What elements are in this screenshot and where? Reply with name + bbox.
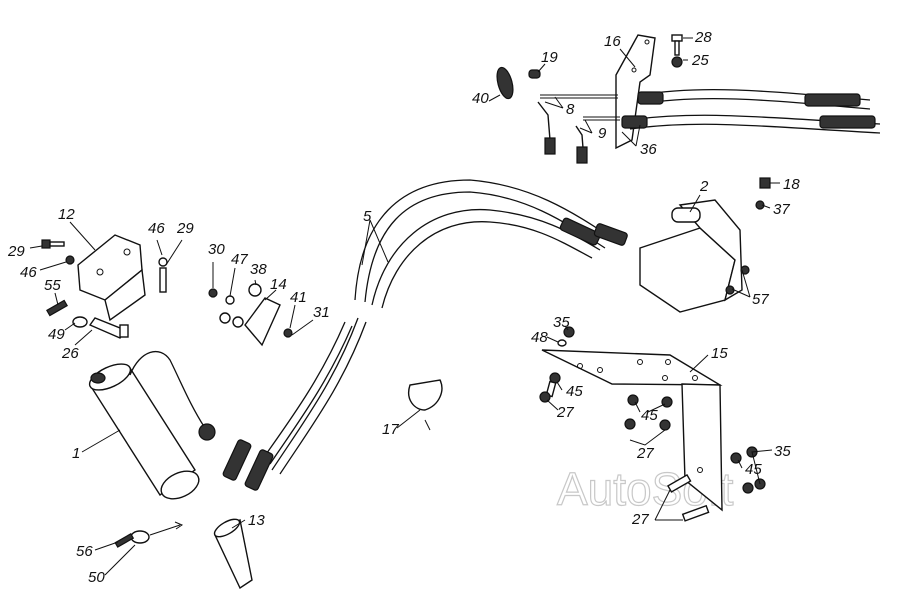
- label-13: 13: [248, 512, 265, 529]
- bolt-29-left: [41, 239, 75, 265]
- label-15: 15: [711, 345, 728, 362]
- label-8: 8: [566, 101, 575, 118]
- label-37: 37: [773, 201, 790, 218]
- leader-lines: [29, 37, 780, 576]
- label-38: 38: [250, 261, 267, 278]
- bracket-14: [208, 283, 293, 347]
- label-47: 47: [231, 251, 248, 268]
- label-2: 2: [699, 178, 709, 195]
- upper-hoses: [621, 88, 881, 134]
- bolt-28: [671, 34, 683, 56]
- label-18: 18: [783, 176, 800, 193]
- label-17: 17: [382, 421, 399, 438]
- bracket-15: [541, 349, 723, 512]
- label-46-left: 46: [20, 264, 37, 281]
- clip-40: [496, 66, 514, 100]
- fasteners-15: [539, 326, 766, 522]
- clamp-17: [408, 379, 443, 431]
- arrow: [149, 521, 184, 536]
- part-19: [528, 69, 541, 79]
- label-31: 31: [313, 304, 330, 321]
- bracket-12: [77, 234, 146, 322]
- label-12: 12: [58, 206, 75, 223]
- label-36: 36: [640, 141, 657, 158]
- label-41: 41: [290, 289, 307, 306]
- label-14: 14: [270, 276, 287, 293]
- label-55: 55: [44, 277, 61, 294]
- label-45-mid: 45: [641, 407, 658, 424]
- label-40: 40: [472, 90, 489, 107]
- bolt-29-right: [158, 257, 168, 293]
- label-48: 48: [531, 329, 548, 346]
- tubes-8-9: [537, 94, 620, 164]
- pin-13: [213, 518, 253, 590]
- label-29-left: 29: [7, 243, 25, 260]
- washer-49: [72, 316, 88, 328]
- label-27-bottom: 27: [631, 511, 649, 528]
- label-25: 25: [691, 52, 709, 69]
- label-46: 46: [148, 220, 165, 237]
- valve-2: [639, 177, 771, 313]
- label-27: 27: [556, 404, 574, 421]
- label-5: 5: [363, 208, 372, 225]
- label-1: 1: [72, 445, 80, 462]
- bolt-26: [88, 317, 129, 339]
- label-29: 29: [176, 220, 194, 237]
- washer-50: [130, 530, 150, 544]
- label-16: 16: [604, 33, 621, 50]
- label-57: 57: [752, 291, 769, 308]
- label-26: 26: [61, 345, 79, 362]
- cylinder-1: [88, 351, 216, 500]
- label-45-right: 45: [745, 461, 762, 478]
- pin-55: [46, 299, 68, 317]
- nut-25: [671, 56, 683, 68]
- label-45: 45: [566, 383, 583, 400]
- part-labels: 16 28 25 19 40 8 9 36 18 2 37 12 5 46 29…: [7, 29, 800, 586]
- label-35-right: 35: [774, 443, 791, 460]
- pin-56: [114, 532, 135, 548]
- label-56: 56: [76, 543, 93, 560]
- label-35: 35: [553, 314, 570, 331]
- label-28: 28: [694, 29, 712, 46]
- hoses-5: [222, 179, 628, 491]
- label-9: 9: [598, 125, 607, 142]
- label-50: 50: [88, 569, 105, 586]
- label-49: 49: [48, 326, 65, 343]
- label-19: 19: [541, 49, 558, 66]
- label-27-mid: 27: [636, 445, 654, 462]
- label-30: 30: [208, 241, 225, 258]
